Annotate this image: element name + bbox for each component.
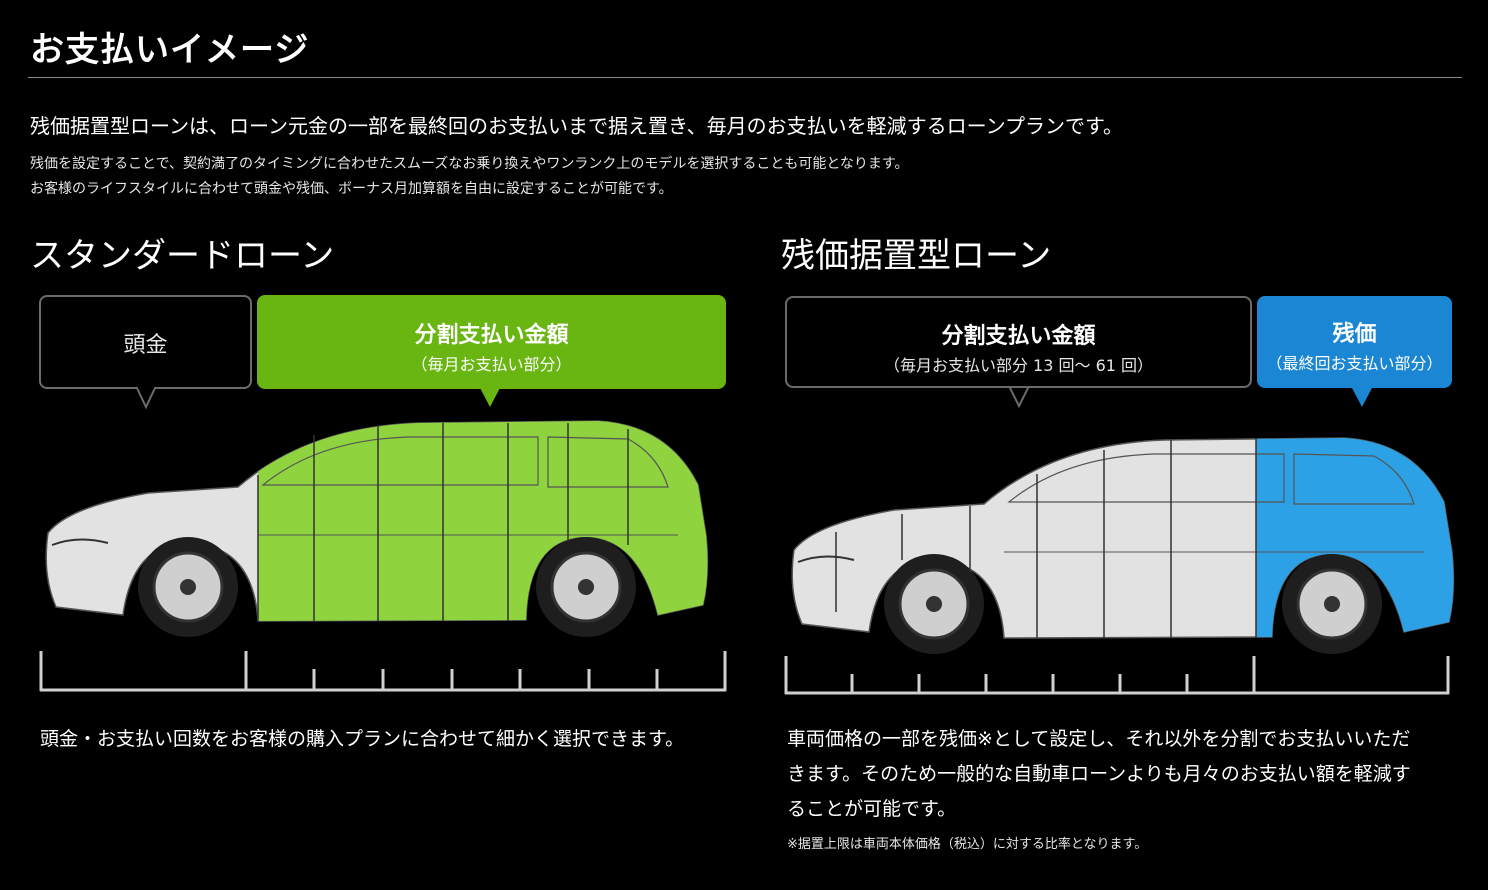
car-illustration-standard <box>45 420 709 637</box>
standard-description: 頭金・お支払い回数をお客様の購入プランに合わせて細かく選択できます。 <box>40 728 685 750</box>
residual-bubble: 残価 （最終回お支払い部分） <box>1257 296 1452 388</box>
residual-label: 残価 <box>1332 322 1377 347</box>
residual-loan-title: 残価据置型ローン <box>781 236 1052 276</box>
car-body-standard <box>45 420 709 622</box>
lead-text: 残価据置型ローンは、ローン元金の一部を最終回のお支払いまで据え置き、毎月のお支払… <box>30 114 1123 138</box>
down-payment-label: 頭金 <box>123 333 168 358</box>
car-body-residual <box>791 437 1455 639</box>
car-wheels-standard <box>138 537 636 637</box>
installment-bubble-standard: 分割支払い金額 （毎月お支払い部分） <box>257 295 726 389</box>
sub-text-1: 残価を設定することで、契約満了のタイミングに合わせたスムーズなお乗り換えやワンラ… <box>30 156 909 172</box>
residual-description-line-3: ることが可能です。 <box>787 798 957 820</box>
residual-description-line-2: きます。そのため一般的な自動車ローンよりも月々のお支払い額を軽減す <box>787 763 1411 785</box>
installment-label-residual: 分割支払い金額 <box>941 324 1096 349</box>
car-illustration-residual <box>791 437 1455 654</box>
standard-loan-title: スタンダードローン <box>30 236 335 276</box>
installment-dividers-residual <box>835 438 1257 638</box>
residual-sub: （最終回お支払い部分） <box>1266 354 1443 373</box>
title-divider <box>28 77 1462 78</box>
sub-text-2: お客様のライフスタイルに合わせて頭金や残価、ボーナス月加算額を自由に設定すること… <box>30 181 673 197</box>
installment-sub-residual: （毎月お支払い部分 13 回～ 61 回） <box>883 356 1154 375</box>
page-title: お支払いイメージ <box>30 30 310 70</box>
installment-bubble-residual: 分割支払い金額 （毎月お支払い部分 13 回～ 61 回） <box>785 296 1252 388</box>
installment-dividers-standard <box>257 423 629 621</box>
installment-label-standard: 分割支払い金額 <box>414 323 569 348</box>
residual-note: ※据置上限は車両本体価格（税込）に対する比率となります。 <box>787 837 1148 852</box>
installment-sub-standard: （毎月お支払い部分） <box>411 355 572 374</box>
residual-description: 車両価格の一部を残価※として設定し、それ以外を分割でお支払いいただ きます。その… <box>787 722 1411 827</box>
residual-description-line-1: 車両価格の一部を残価※として設定し、それ以外を分割でお支払いいただ <box>787 728 1411 750</box>
car-wheels-residual <box>884 554 1382 654</box>
